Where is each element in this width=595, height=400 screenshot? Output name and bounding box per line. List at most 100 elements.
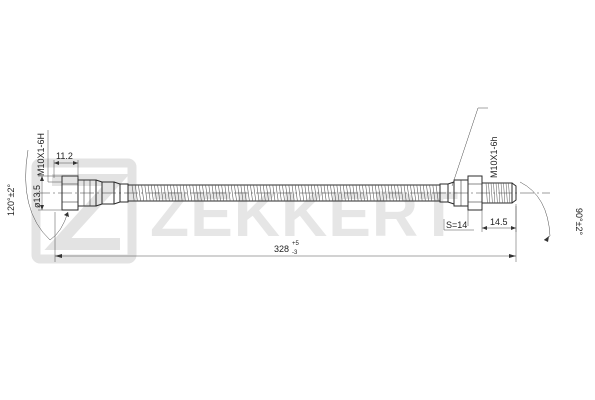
hose-body [128, 184, 440, 202]
spring-coil [291, 184, 295, 202]
spring-coil [138, 184, 141, 202]
spring-coil [307, 184, 311, 202]
spring-coil [266, 184, 269, 202]
spring-coil [237, 184, 241, 202]
spring-coil [381, 184, 385, 202]
right-threaded-male-end [481, 182, 513, 204]
overall-tolerance-upper: +5 [292, 241, 300, 247]
thread-line [485, 182, 488, 204]
spring-coil [173, 184, 177, 202]
spring-coil [371, 184, 375, 202]
spring-coil [208, 184, 212, 202]
spring-coil [182, 184, 186, 202]
thread-line [500, 182, 503, 204]
spring-coil [304, 184, 308, 202]
spring-coil [230, 184, 234, 202]
spring-coil [195, 184, 199, 202]
spring-coil [317, 184, 321, 202]
spring-coil [397, 184, 401, 202]
left-annotations: M10X1-6H 11.2 ø13.5 120°±2° [6, 130, 79, 241]
spring-coil [326, 184, 330, 202]
spring-coil [163, 184, 167, 202]
overall-length-dimension: 328 +5 -3 [54, 206, 517, 262]
right-thread-label: M10X1-6h [489, 136, 499, 178]
spring-coil [365, 184, 369, 202]
right-fitting-length-label: 14.5 [490, 217, 508, 227]
spring-coil [282, 184, 285, 202]
spring-coil [154, 184, 157, 202]
spring-coil [186, 184, 189, 202]
spring-coil [400, 184, 404, 202]
spring-coil [422, 184, 426, 202]
overall-length-label: 328 [274, 244, 289, 254]
spring-coil [134, 184, 138, 202]
spring-coil [323, 184, 327, 202]
spring-coil [150, 184, 154, 202]
left-fitting-length-label: 11.2 [56, 151, 73, 161]
spring-coil [339, 184, 343, 202]
spring-coil [330, 184, 333, 202]
spring-coil [234, 184, 237, 202]
spring-coil [205, 184, 209, 202]
spring-coil [221, 184, 225, 202]
spring-coil [285, 184, 289, 202]
spring-coil [218, 184, 221, 202]
spring-coil [202, 184, 205, 202]
spring-coil [224, 184, 228, 202]
spring-coil [429, 184, 433, 202]
thread-line [508, 182, 511, 204]
spring-coil [394, 184, 397, 202]
thread-line [498, 182, 501, 204]
spring-coil [374, 184, 378, 202]
spring-coil [131, 184, 135, 202]
overall-tolerance-lower: -3 [292, 250, 298, 256]
spring-coil [358, 184, 362, 202]
spring-coil [378, 184, 381, 202]
spring-coil [211, 184, 215, 202]
spring-coil [426, 184, 429, 202]
spring-coil [144, 184, 148, 202]
left-fitting-body [77, 179, 97, 207]
spring-coil [256, 184, 260, 202]
spring-coil [160, 184, 164, 202]
hose-spring-guard [131, 184, 439, 202]
spring-coil [141, 184, 145, 202]
spring-coil [275, 184, 279, 202]
spring-coil [288, 184, 292, 202]
spring-coil [355, 184, 359, 202]
spring-coil [368, 184, 372, 202]
right-thread-lines [485, 182, 511, 204]
spring-coil [176, 184, 180, 202]
spring-coil [272, 184, 276, 202]
spring-coil [192, 184, 196, 202]
thread-line [490, 182, 493, 204]
spring-coil [157, 184, 161, 202]
spring-coil [269, 184, 273, 202]
spring-coil [310, 184, 314, 202]
spring-coil [250, 184, 253, 202]
spring-coil [419, 184, 423, 202]
spring-coil [278, 184, 282, 202]
right-annotations: M10X1-6h S=14 14.5 90°±2° [443, 107, 584, 242]
watermark-brand-text: ZEKKERT [150, 178, 459, 250]
spring-coil [387, 184, 391, 202]
thread-line [493, 182, 496, 204]
spring-coil [352, 184, 356, 202]
left-fitting [61, 175, 129, 211]
left-thread-label: M10X1-6H [36, 133, 46, 176]
thread-line [505, 182, 508, 204]
spring-coil [301, 184, 305, 202]
spring-coil [410, 184, 413, 202]
spring-coil [259, 184, 263, 202]
spring-coil [384, 184, 388, 202]
spring-coil [262, 184, 266, 202]
left-angle-label: 120°±2° [6, 183, 16, 216]
spring-coil [413, 184, 417, 202]
spring-coil [403, 184, 407, 202]
spring-coil [336, 184, 340, 202]
spring-coil [214, 184, 218, 202]
spring-coil [243, 184, 247, 202]
spring-coil [227, 184, 231, 202]
spring-coil [298, 184, 301, 202]
spring-coil [416, 184, 420, 202]
